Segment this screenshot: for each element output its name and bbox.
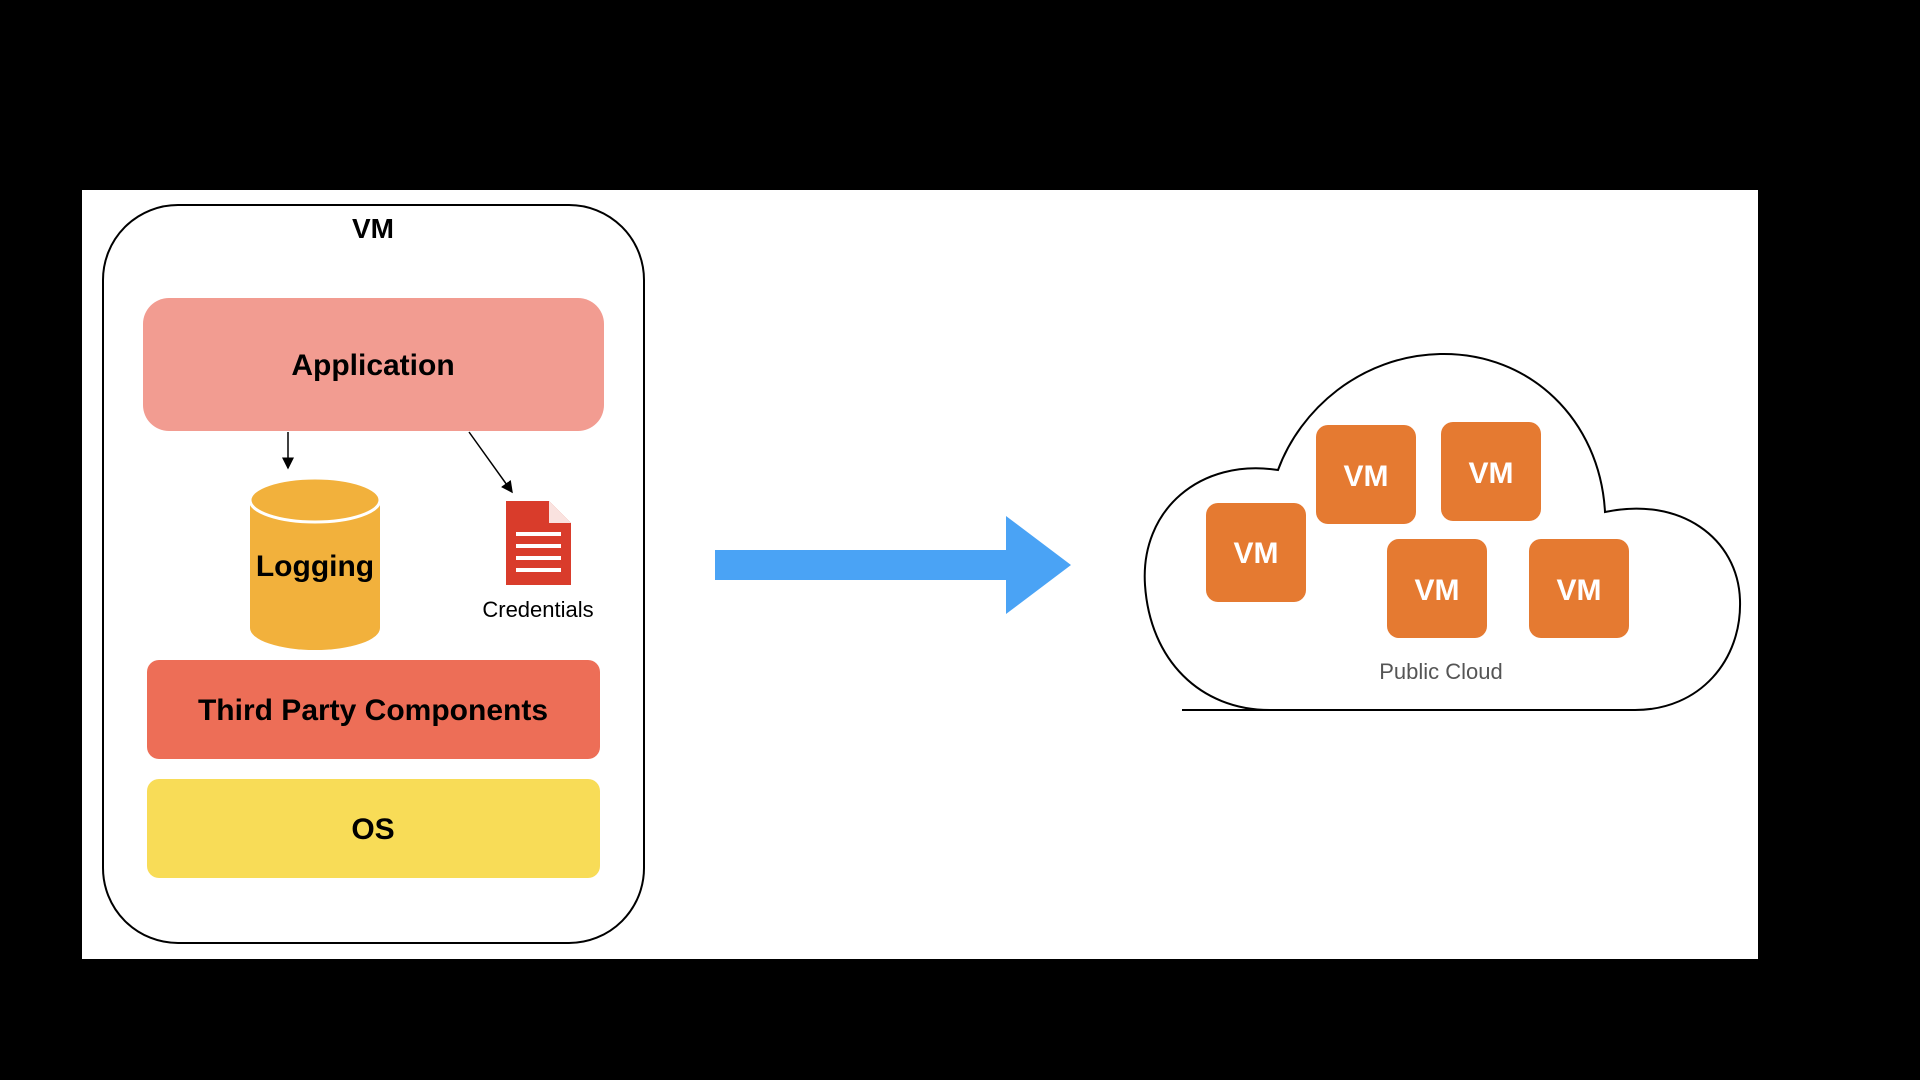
application-to-credentials-arrow xyxy=(468,431,513,494)
svg-text:VM: VM xyxy=(1469,457,1514,490)
svg-text:VM: VM xyxy=(1557,574,1602,607)
third-party-components-layer xyxy=(147,660,600,759)
application-layer xyxy=(143,298,604,431)
os-layer xyxy=(147,779,600,878)
cloud-vm-1: VM xyxy=(1206,503,1306,602)
application-label: Application xyxy=(291,349,454,382)
svg-text:VM: VM xyxy=(1344,460,1389,493)
cloud-vm-3: VM xyxy=(1441,422,1541,521)
logging-label: Logging xyxy=(256,550,374,583)
cloud-vm-2: VM xyxy=(1316,425,1416,524)
migration-arrow xyxy=(715,516,1071,614)
logging-database-icon xyxy=(248,476,382,650)
svg-text:VM: VM xyxy=(1415,574,1460,607)
svg-text:VM: VM xyxy=(1234,537,1279,570)
third-party-components-label: Third Party Components xyxy=(198,694,548,727)
cloud-vm-5: VM xyxy=(1529,539,1629,638)
cloud-vm-4: VM xyxy=(1387,539,1487,638)
credentials-label: Credentials xyxy=(482,597,593,622)
os-label: OS xyxy=(351,813,394,846)
public-cloud-label: Public Cloud xyxy=(1379,659,1503,684)
vm-container-title: VM xyxy=(352,213,394,244)
credentials-document-icon xyxy=(506,501,571,585)
